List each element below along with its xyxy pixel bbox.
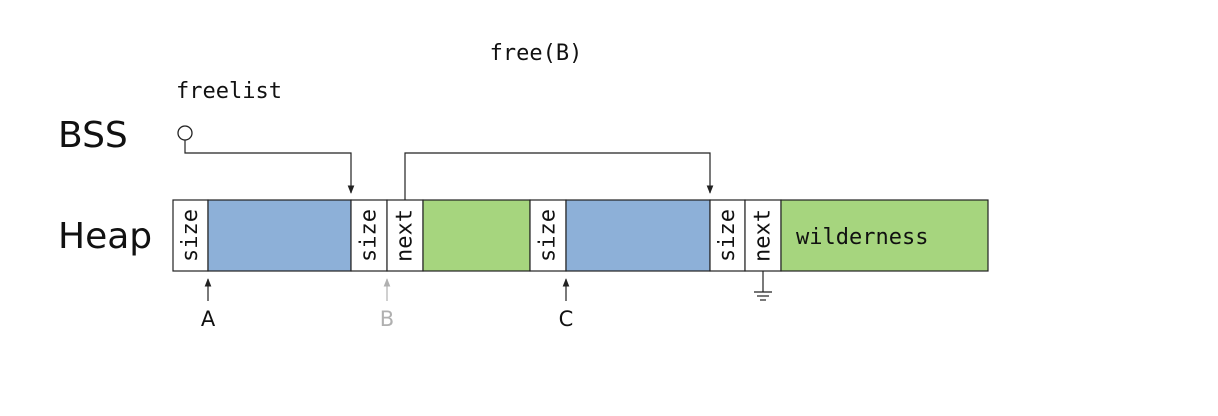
chunk-b-size-label: size xyxy=(357,209,382,262)
null-ground-icon xyxy=(754,271,772,301)
heap-label: Heap xyxy=(58,216,152,257)
chunk-a-size-cell xyxy=(172,199,209,272)
wilderness-size-cell xyxy=(709,199,746,272)
bss-label: BSS xyxy=(58,115,128,156)
pointer-c-label: C xyxy=(559,307,574,331)
chunk-b-size-cell xyxy=(350,199,388,272)
chunk-b-next-label: next xyxy=(393,209,418,262)
freelist-arrow xyxy=(184,140,355,194)
wilderness-size-label: size xyxy=(715,209,740,262)
freelist-label: freelist xyxy=(176,79,282,104)
chunk-a-size-label: size xyxy=(178,209,203,262)
freelist-root xyxy=(177,125,193,141)
next-pointer-arrow xyxy=(404,152,714,200)
chunk-c-body xyxy=(565,199,711,272)
chunk-b-body xyxy=(422,199,531,272)
chunk-c-size-label: size xyxy=(536,209,561,262)
pointer-a-label: A xyxy=(201,307,216,331)
wilderness-label: wilderness xyxy=(796,225,928,250)
pointer-b-label: B xyxy=(380,307,394,331)
chunk-c-size-cell xyxy=(529,199,567,272)
wilderness-next-label: next xyxy=(751,209,776,262)
wilderness-body xyxy=(780,199,989,272)
heap-strip xyxy=(172,199,989,272)
chunk-a-body xyxy=(207,199,352,272)
caption: free(B) xyxy=(490,41,583,66)
